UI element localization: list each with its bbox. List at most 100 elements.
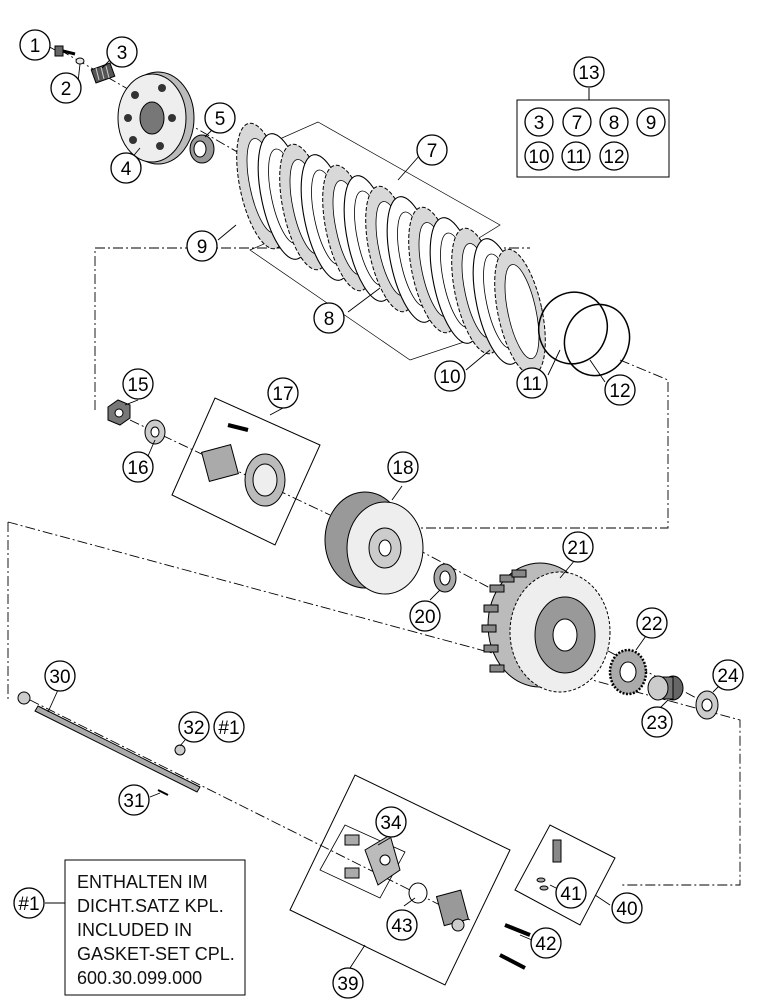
callout-32-circle	[178, 711, 210, 743]
callout-42-label: 42	[535, 934, 556, 955]
plate-inner-ring	[504, 264, 540, 360]
callout-2-label: 2	[61, 79, 72, 100]
callout-24: 24	[712, 659, 744, 691]
kit13-item: 11	[561, 141, 591, 171]
callout-3: 3	[106, 36, 138, 68]
callout-kit-circle	[13, 887, 45, 919]
callout-3-circle	[106, 36, 138, 68]
callout-15-circle	[122, 368, 154, 400]
callout-3-label: 3	[117, 43, 128, 64]
callout-1: 1	[19, 29, 51, 61]
bolt-part	[54, 45, 76, 57]
kit13-item-label: 10	[528, 147, 549, 168]
callout-41-circle	[555, 877, 587, 909]
callout-15-label: 15	[127, 375, 148, 396]
kit13-item-circle	[599, 107, 629, 137]
callout-18-circle	[387, 451, 419, 483]
callout-40: 40	[611, 892, 643, 924]
callout-7-label: 7	[427, 141, 438, 162]
clutch-plate-stack	[236, 121, 546, 376]
callout-13: 13	[573, 56, 605, 88]
callout-kit-label: #1	[18, 894, 39, 915]
nut-part	[107, 399, 131, 426]
needle-bearing-part	[647, 675, 684, 701]
callout-40-label: 40	[616, 899, 637, 920]
callout-39-circle	[332, 967, 364, 999]
callout-30-circle	[44, 660, 76, 692]
callout-34-label: 34	[380, 813, 402, 834]
kit13-item: 7	[562, 107, 592, 137]
callout-39-label: 39	[337, 974, 358, 995]
callout-7: 7	[416, 134, 448, 166]
bleeder-screw-part	[536, 839, 562, 891]
callout-41: 41	[555, 877, 587, 909]
callout-24-label: 24	[717, 666, 739, 687]
seal-part	[174, 744, 186, 756]
callout-9: 9	[186, 230, 218, 262]
lock-washer-part	[144, 419, 166, 445]
callout-39: 39	[332, 967, 364, 999]
callout-1-label: 1	[30, 36, 41, 57]
callout-17-label: 17	[272, 384, 293, 405]
kit13-item-circle	[562, 107, 592, 137]
callout-32-label: 32	[183, 718, 204, 739]
callout-31-circle	[118, 784, 150, 816]
callout-20-label: 20	[414, 607, 435, 628]
kit13-item-circle	[636, 107, 666, 137]
callout-4: 4	[110, 152, 142, 184]
callout-21: 21	[562, 531, 594, 563]
inner-hub-part	[324, 491, 424, 595]
callout-kit-ref-circle	[213, 711, 245, 743]
note-line1: ENTHALTEN IM	[77, 872, 208, 892]
callout-5: 5	[204, 102, 236, 134]
slave-cylinder-part	[344, 834, 470, 932]
kit13-item-label: 11	[566, 147, 586, 168]
bearing-part	[189, 134, 215, 164]
callout-5-label: 5	[215, 109, 226, 130]
callout-kit: #1	[13, 887, 45, 919]
kit13-item-circle	[561, 141, 591, 171]
callout-2-circle	[50, 72, 82, 104]
hub-part	[201, 423, 286, 507]
leader-lines	[45, 44, 723, 969]
end-washer-part	[695, 690, 719, 720]
callout-9-circle	[186, 230, 218, 262]
callout-21-label: 21	[567, 538, 588, 559]
pin-part	[157, 789, 169, 796]
gasket-set-note: ENTHALTEN IM DICHT.SATZ KPL. INCLUDED IN…	[45, 859, 246, 996]
callout-30: 30	[44, 660, 76, 692]
callout-42: 42	[530, 927, 562, 959]
callout-12: 12	[604, 374, 636, 406]
callout-22-circle	[636, 607, 668, 639]
callout-22: 22	[636, 607, 668, 639]
kit13-item-label: 8	[609, 113, 620, 134]
note-line5: 600.30.099.000	[77, 968, 202, 988]
callout-22-label: 22	[641, 614, 662, 635]
basket-finger	[499, 574, 515, 583]
kit13-item: 10	[524, 141, 554, 171]
callout-12-circle	[604, 374, 636, 406]
washer-part	[75, 57, 85, 65]
clutch-basket-part	[481, 562, 611, 693]
callout-41-label: 41	[560, 884, 581, 905]
slave-cylinder-frame	[289, 774, 511, 986]
kit13-item-circle	[524, 141, 554, 171]
basket-finger	[483, 604, 499, 613]
callout-5-circle	[204, 102, 236, 134]
basket-finger	[481, 624, 497, 633]
kit13-item: 9	[636, 107, 666, 137]
callout-4-label: 4	[121, 159, 132, 180]
kit13-item-circle	[599, 141, 629, 171]
callout-8: 8	[313, 302, 345, 334]
callout-43-circle	[386, 909, 418, 941]
callout-16-circle	[122, 451, 154, 483]
callout-12-label: 12	[609, 381, 630, 402]
bleeder-kit-frame	[514, 824, 616, 926]
callout-24-circle	[712, 659, 744, 691]
callout-13-label: 13	[578, 63, 599, 84]
callout-7-circle	[416, 134, 448, 166]
note-line4: GASKET-SET CPL.	[77, 944, 235, 964]
